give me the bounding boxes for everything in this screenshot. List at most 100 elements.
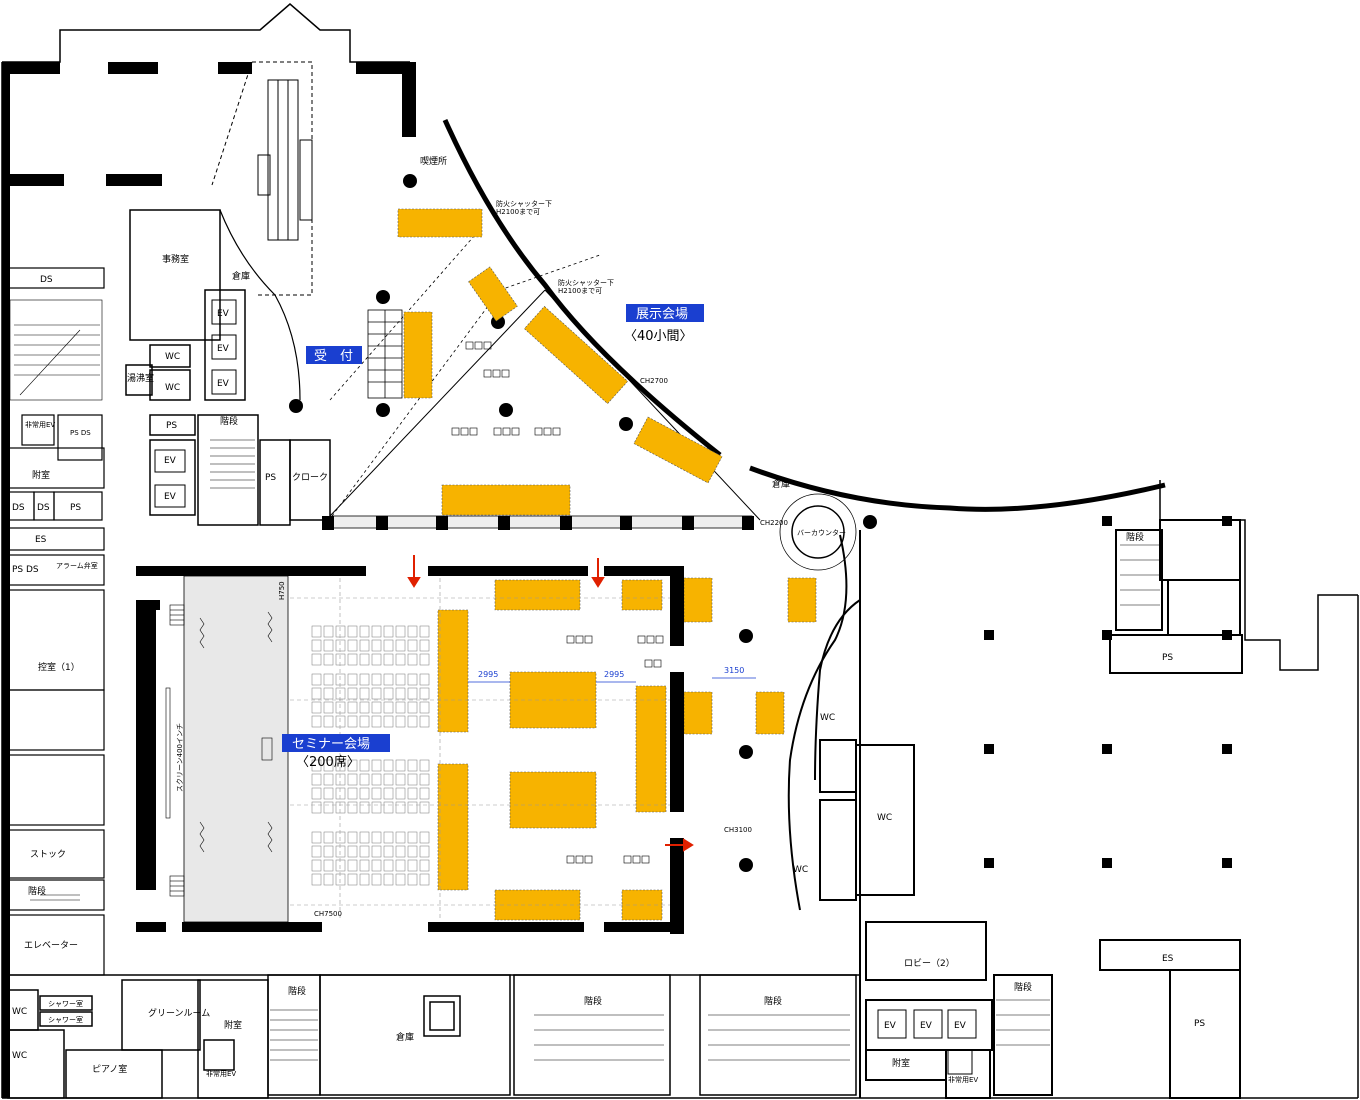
seminar-chair <box>359 859 370 872</box>
seminar-chair <box>311 673 322 686</box>
room-ev-3: EV <box>217 379 230 389</box>
seminar-chair <box>311 873 322 886</box>
room-shower-1: シャワー室 <box>48 999 83 1008</box>
seminar-chair <box>323 687 334 700</box>
seminar-chair <box>371 673 382 686</box>
room-ev-8: EV <box>954 1021 967 1031</box>
seminar-chair <box>395 687 406 700</box>
seminar-chair <box>359 701 370 714</box>
seminar-chair <box>335 759 346 772</box>
note-ch7500: CH7500 <box>314 910 342 918</box>
reception-desk <box>367 309 403 399</box>
entrance-arrows <box>407 555 694 852</box>
seminar-chair <box>383 859 394 872</box>
seminar-stage <box>183 575 289 923</box>
seminar-chair <box>311 653 322 666</box>
room-ev-5: EV <box>164 492 177 502</box>
seminar-chair <box>395 759 406 772</box>
seminar-chair <box>371 787 382 800</box>
seminar-chair <box>311 787 322 800</box>
seminar-chair <box>407 701 418 714</box>
seminar-chair <box>371 653 382 666</box>
room-ps-4: PS <box>1162 653 1173 663</box>
seminar-chair <box>371 639 382 652</box>
room-ds-3: DS <box>37 503 50 513</box>
note-ch2200: CH2200 <box>760 519 788 527</box>
seminar-chair <box>407 625 418 638</box>
seminar-chair <box>347 831 358 844</box>
room-ps-ds-2: PS DS <box>12 565 39 575</box>
center-stair <box>210 439 255 489</box>
room-es-2: ES <box>1162 954 1174 964</box>
seminar-chair <box>323 787 334 800</box>
room-ps-3: PS <box>70 503 81 513</box>
round-columns <box>289 174 877 872</box>
seminar-chair <box>359 845 370 858</box>
seminar-chair <box>347 639 358 652</box>
seminar-chair <box>347 787 358 800</box>
seminar-chair <box>383 845 394 858</box>
seminar-chair <box>395 859 406 872</box>
reception-title: 受 付 <box>314 349 353 364</box>
seminar-chair <box>323 773 334 786</box>
seminar-chair <box>347 673 358 686</box>
seminar-chair <box>311 831 322 844</box>
seminar-chair <box>311 801 322 814</box>
room-ps-ds: PS DS <box>70 429 91 437</box>
room-emergency-ev-2: 非常用EV <box>206 1069 236 1078</box>
seminar-chair <box>371 687 382 700</box>
room-es-1: ES <box>35 535 47 545</box>
escalator-top <box>211 61 313 296</box>
center-left-block <box>125 209 331 526</box>
seminar-chair <box>383 639 394 652</box>
room-storage-1: 倉庫 <box>232 270 250 282</box>
room-ev-6: EV <box>884 1021 897 1031</box>
seminar-chair <box>383 701 394 714</box>
room-bar: バーカウンター <box>797 528 846 537</box>
seminar-chair <box>359 801 370 814</box>
room-emergency-ev: 非常用EV <box>25 420 55 429</box>
seminar-chair <box>323 859 334 872</box>
seminar-chair <box>419 859 430 872</box>
seminar-title: セミナー会場 <box>292 737 370 752</box>
left-service-rooms <box>3 267 105 976</box>
room-kyutoshitsu: 湯沸室 <box>127 372 154 384</box>
room-wc-3: WC <box>12 1007 27 1017</box>
seminar-chair <box>323 715 334 728</box>
seminar-chair <box>407 787 418 800</box>
seminar-chair <box>347 625 358 638</box>
seminar-chair <box>395 701 406 714</box>
seminar-chair <box>383 801 394 814</box>
room-wc-1: WC <box>165 352 180 362</box>
seminar-chair <box>335 687 346 700</box>
dim-1: 2995 <box>478 670 498 679</box>
seminar-chair <box>323 625 334 638</box>
seminar-chair <box>347 859 358 872</box>
room-shower-2: シャワー室 <box>48 1015 83 1024</box>
seminar-chair <box>407 873 418 886</box>
seminar-chair <box>311 639 322 652</box>
right-area <box>787 519 1243 1099</box>
right-pillars <box>984 516 1232 868</box>
room-office: 事務室 <box>162 253 189 265</box>
seminar-chair <box>347 687 358 700</box>
seminar-chair <box>335 801 346 814</box>
seminar-chair <box>335 673 346 686</box>
seminar-chair <box>419 773 430 786</box>
seminar-chair <box>347 715 358 728</box>
seminar-chair <box>335 653 346 666</box>
seminar-chair <box>395 639 406 652</box>
seminar-chair <box>347 773 358 786</box>
seminar-chair <box>383 773 394 786</box>
room-piano: ピアノ室 <box>92 1063 127 1075</box>
seminar-chair <box>311 625 322 638</box>
room-wc-4: WC <box>12 1051 27 1061</box>
seminar-chair <box>419 639 430 652</box>
seminar-chair <box>419 801 430 814</box>
exhibition-bottom-strip <box>329 234 761 529</box>
seminar-chair <box>395 873 406 886</box>
room-ps-2: PS <box>265 473 276 483</box>
room-green: グリーンルーム <box>148 1007 210 1019</box>
bar-counter <box>779 493 857 571</box>
seminar-chair <box>311 773 322 786</box>
